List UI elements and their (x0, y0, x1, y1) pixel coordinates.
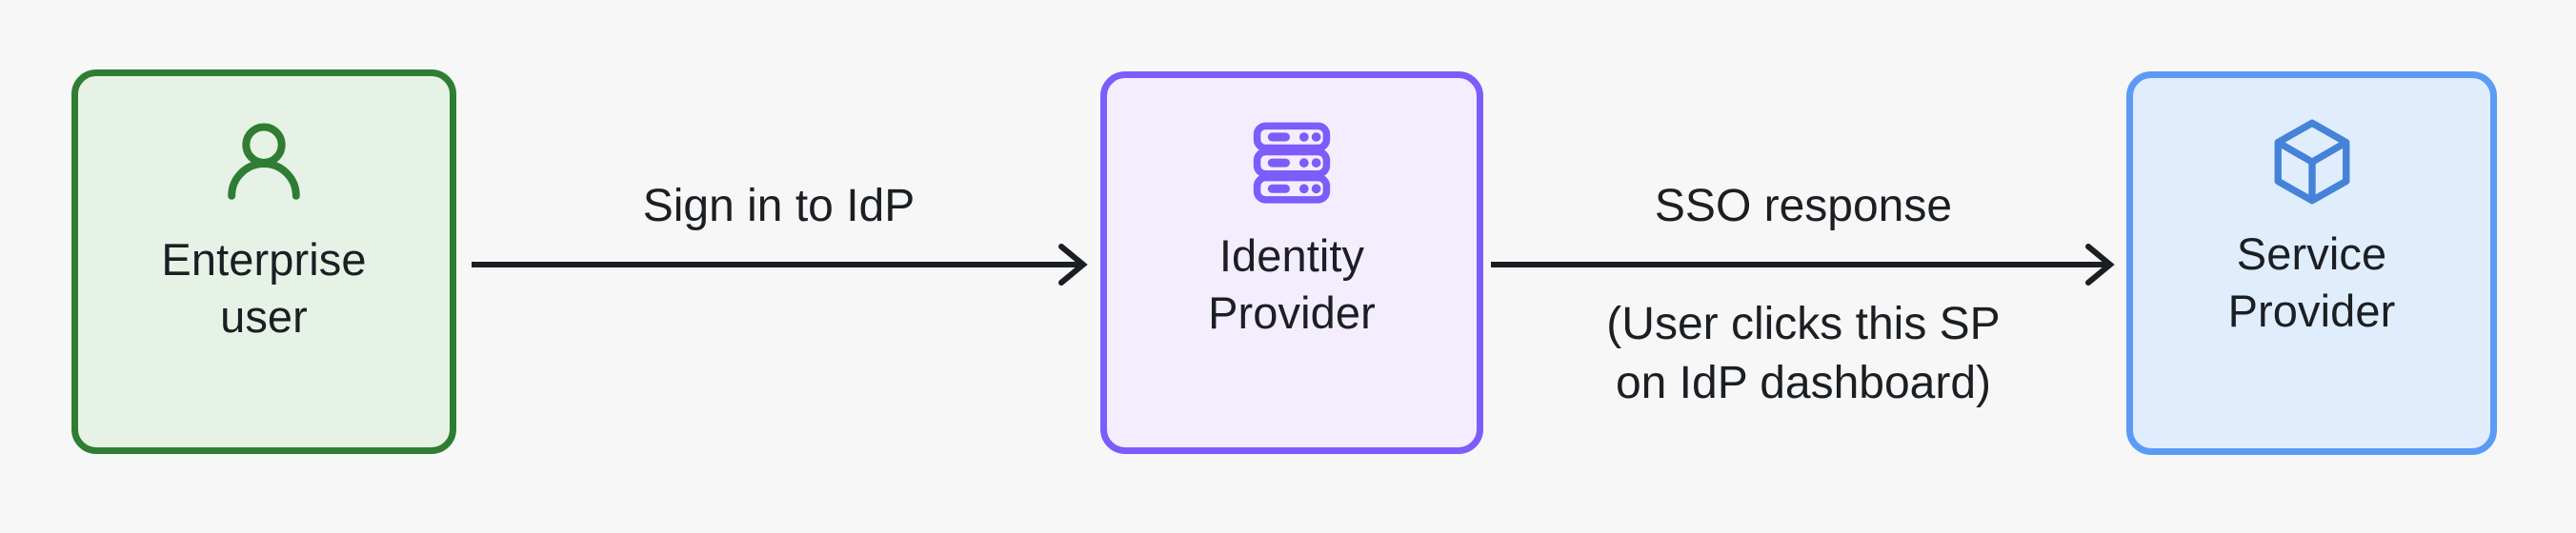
edge-label-sso-response-note: (User clicks this SP on IdP dashboard) (1606, 299, 2001, 409)
node-enterprise-user[interactable]: Enterprise user (71, 69, 456, 454)
node-service-provider[interactable]: Service Provider (2126, 71, 2497, 455)
edge-arrow-sso (1491, 244, 2115, 286)
server-icon (1241, 112, 1342, 218)
cube-icon (2263, 112, 2362, 216)
node-label-service-provider: Service Provider (2227, 228, 2396, 337)
edge-arrow-signin (472, 244, 1088, 286)
node-label-identity-provider: Identity Provider (1208, 230, 1376, 339)
node-label-enterprise-user: Enterprise user (161, 234, 367, 343)
edge-label-sign-in-to-idp: Sign in to IdP (642, 181, 916, 231)
person-icon (211, 110, 317, 222)
node-identity-provider[interactable]: Identity Provider (1100, 71, 1483, 454)
edge-label-sso-response: SSO response (1654, 181, 1953, 231)
